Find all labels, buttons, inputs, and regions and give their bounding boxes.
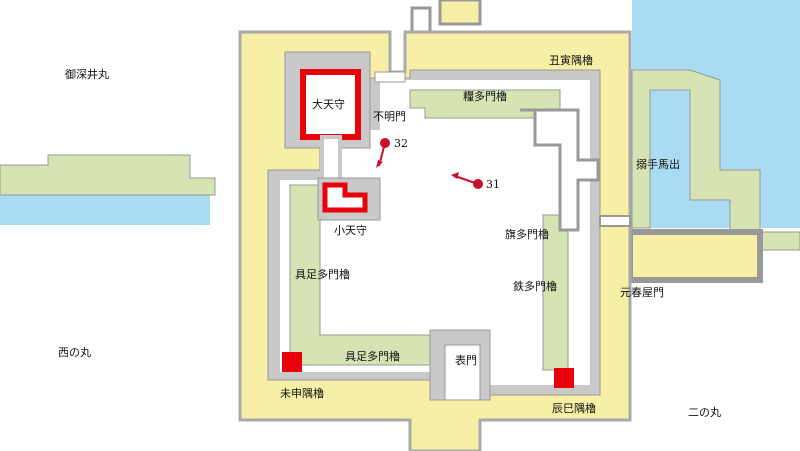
label-gusoku-tamon-west: 具足多門櫓 xyxy=(295,268,350,281)
embankment-west xyxy=(0,154,216,196)
turret-southwest-marker xyxy=(282,352,302,372)
label-shotenshu: 小天守 xyxy=(334,224,367,237)
marker-31[interactable] xyxy=(451,172,483,189)
label-hitsujisaru-turret: 未申隅櫓 xyxy=(280,387,324,400)
label-kate-tamon: 糧多門櫓 xyxy=(463,90,507,103)
label-nishi-no-maru: 西の丸 xyxy=(58,346,91,359)
label-hata-tamon: 旗多門櫓 xyxy=(505,228,549,241)
marker-32-label: 32 xyxy=(394,137,408,150)
label-ni-no-maru: 二の丸 xyxy=(688,406,721,419)
east-gate-wall xyxy=(520,108,600,232)
barbican-east xyxy=(627,229,763,283)
keep-corridor xyxy=(320,135,342,184)
label-fumei-gate: 不明門 xyxy=(373,110,406,123)
gate-fumei-bridge xyxy=(374,71,406,83)
inner-courtyard xyxy=(280,80,590,385)
marker-32[interactable] xyxy=(376,138,390,168)
label-tatsumi-turret: 辰巳隅櫓 xyxy=(552,402,596,415)
label-ofukei-maru: 御深井丸 xyxy=(65,68,109,81)
label-gusoku-tamon-south: 具足多門櫓 xyxy=(345,350,400,363)
moat-water-west xyxy=(0,195,210,225)
label-omote-gate: 表門 xyxy=(455,354,477,367)
marker-31-label: 31 xyxy=(486,178,500,191)
label-tetsu-tamon: 鉄多門櫓 xyxy=(513,280,557,293)
shotenshu xyxy=(322,182,368,213)
omote-gate-inner xyxy=(444,344,481,401)
label-motoharuya-gate: 元春屋門 xyxy=(620,286,664,299)
label-daitenshu: 大天守 xyxy=(312,98,345,111)
daitenshu xyxy=(300,69,361,140)
north-structure xyxy=(438,0,482,26)
label-karamete-umadashi: 搦手馬出 xyxy=(636,158,680,171)
label-ushitora-turret: 丑寅隅櫓 xyxy=(549,54,593,67)
east-gate-bridge xyxy=(599,215,631,227)
north-bridge xyxy=(410,6,432,35)
turret-southeast-marker xyxy=(554,368,574,388)
